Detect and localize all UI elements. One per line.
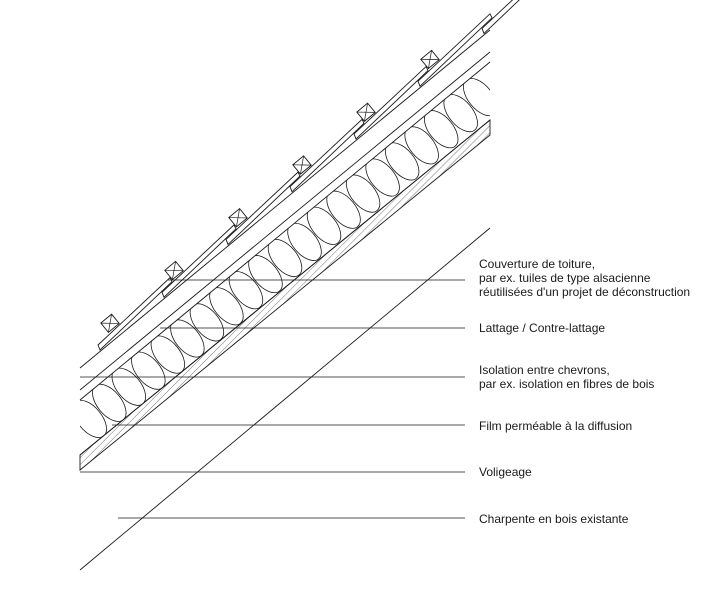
tile	[481, 0, 520, 35]
voligeage-board	[79, 119, 491, 471]
charpente-line	[79, 227, 491, 571]
batten	[292, 155, 312, 175]
batten	[100, 313, 120, 333]
label-voligeage: Voligeage	[479, 465, 532, 479]
batten	[164, 260, 184, 281]
leader-lines	[80, 279, 465, 519]
insulation-layer	[79, 61, 491, 456]
film-line	[79, 51, 491, 391]
callout-labels: Couverture de toiture, par ex. tuiles de…	[479, 257, 690, 526]
label-couverture: Couverture de toiture, par ex. tuiles de…	[479, 257, 690, 299]
battens-group	[100, 49, 440, 333]
tile	[97, 276, 173, 351]
batten	[356, 102, 376, 122]
tile	[417, 13, 493, 87]
batten	[420, 49, 440, 70]
label-film: Film perméable à la diffusion	[479, 419, 632, 433]
label-isolation: Isolation entre chevrons, par ex. isolat…	[479, 363, 654, 391]
label-charpente: Charpente en bois existante	[479, 512, 629, 526]
tile	[353, 65, 429, 140]
batten	[228, 208, 248, 228]
counter-batten-line-top	[79, 29, 491, 369]
tile	[225, 171, 301, 246]
tile	[161, 224, 237, 299]
tiles-group	[97, 0, 520, 351]
tile	[289, 118, 365, 193]
label-lattage: Lattage / Contre-lattage	[479, 321, 605, 335]
insulation-loop	[463, 78, 490, 117]
